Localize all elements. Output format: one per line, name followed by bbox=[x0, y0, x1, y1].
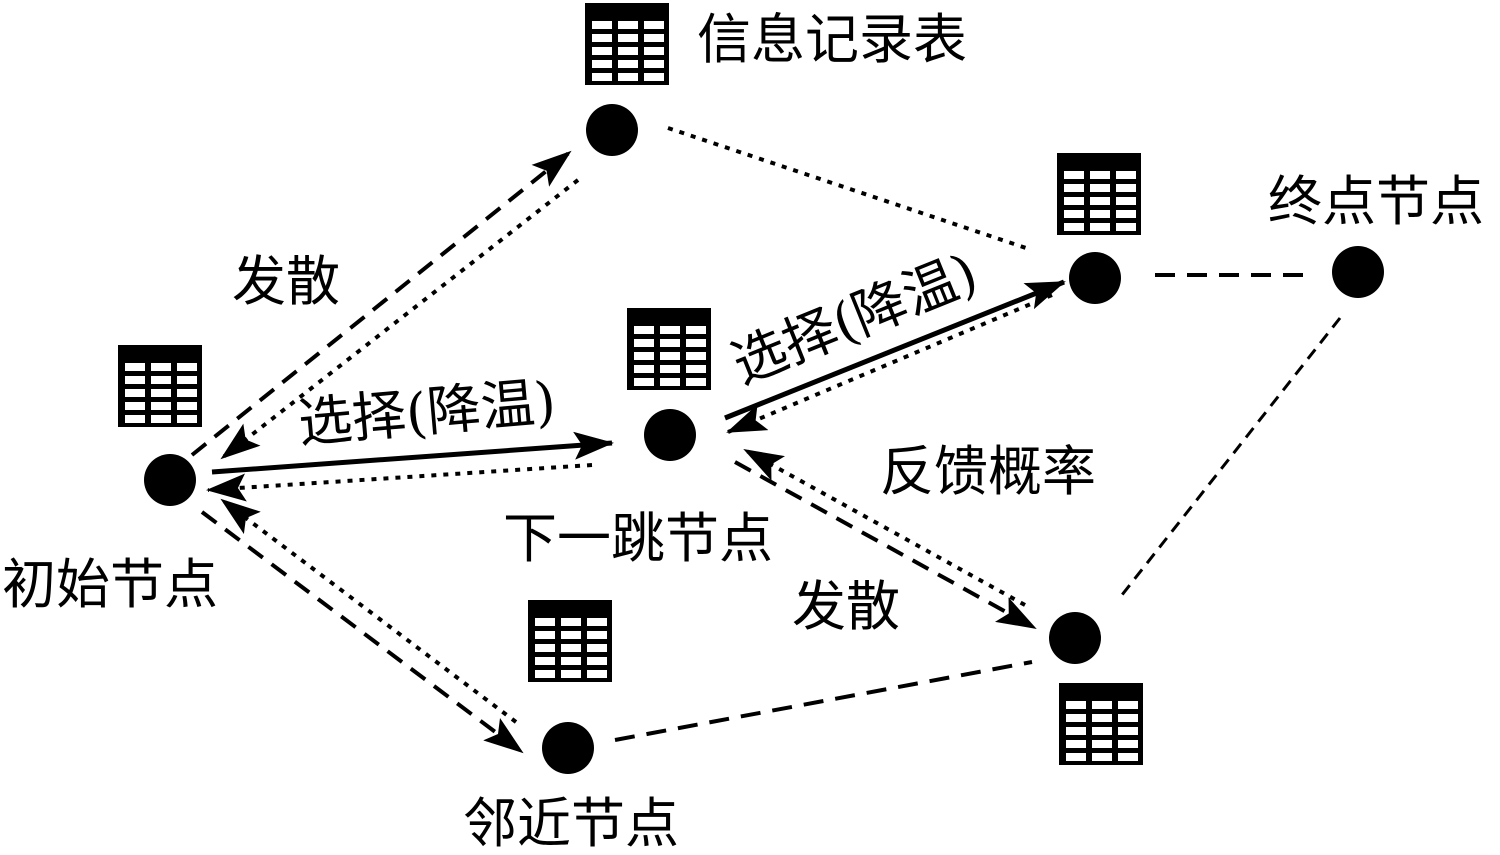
arrow-neighbor-to-start-dotted bbox=[220, 498, 518, 724]
edges bbox=[614, 126, 1342, 742]
node-neighbor bbox=[542, 722, 594, 774]
node-next-hop bbox=[644, 409, 696, 461]
edge-neighbor-to-bottomright bbox=[614, 660, 1033, 742]
label-info-table: 信息记录表 bbox=[697, 8, 967, 71]
arrow-start-to-nexthop-solid bbox=[211, 431, 614, 475]
label-select-right: 选择(降温) bbox=[723, 241, 986, 396]
nodes bbox=[144, 104, 1384, 774]
arrows bbox=[190, 150, 1066, 754]
arrow-start-to-top-dashed bbox=[190, 150, 572, 457]
label-diverge-top: 发散 bbox=[232, 250, 340, 313]
label-start-node: 初始节点 bbox=[2, 553, 218, 616]
table-icon bbox=[627, 308, 711, 390]
table-icon bbox=[1057, 153, 1141, 235]
label-feedback-probability: 反馈概率 bbox=[880, 440, 1096, 503]
node-bottom-right bbox=[1049, 612, 1101, 664]
label-end-node: 终点节点 bbox=[1268, 170, 1484, 233]
node-start bbox=[144, 454, 196, 506]
table-icon bbox=[1059, 683, 1143, 765]
table-icon bbox=[118, 345, 202, 427]
arrow-nexthop-to-start-dotted bbox=[206, 463, 593, 502]
label-diverge-bottom: 发散 bbox=[792, 575, 900, 638]
arrow-nexthop-to-right-solid bbox=[724, 279, 1066, 421]
node-end bbox=[1332, 246, 1384, 298]
label-neighbor-node: 邻近节点 bbox=[463, 792, 679, 855]
arrow-start-to-neighbor-dashed bbox=[200, 510, 524, 754]
node-right bbox=[1069, 252, 1121, 304]
label-select-left: 选择(降温) bbox=[296, 370, 559, 455]
label-next-hop-node: 下一跳节点 bbox=[503, 507, 773, 570]
node-top bbox=[586, 104, 638, 156]
arrow-bottomright-to-nexthop-dotted bbox=[743, 448, 1026, 607]
edge-end-to-bottomright bbox=[1116, 317, 1342, 601]
table-icons bbox=[118, 3, 1143, 765]
edge-top-to-right bbox=[667, 126, 1033, 252]
table-icon bbox=[528, 600, 612, 682]
arrow-top-to-start-dotted bbox=[220, 178, 580, 460]
table-icon bbox=[585, 3, 669, 85]
